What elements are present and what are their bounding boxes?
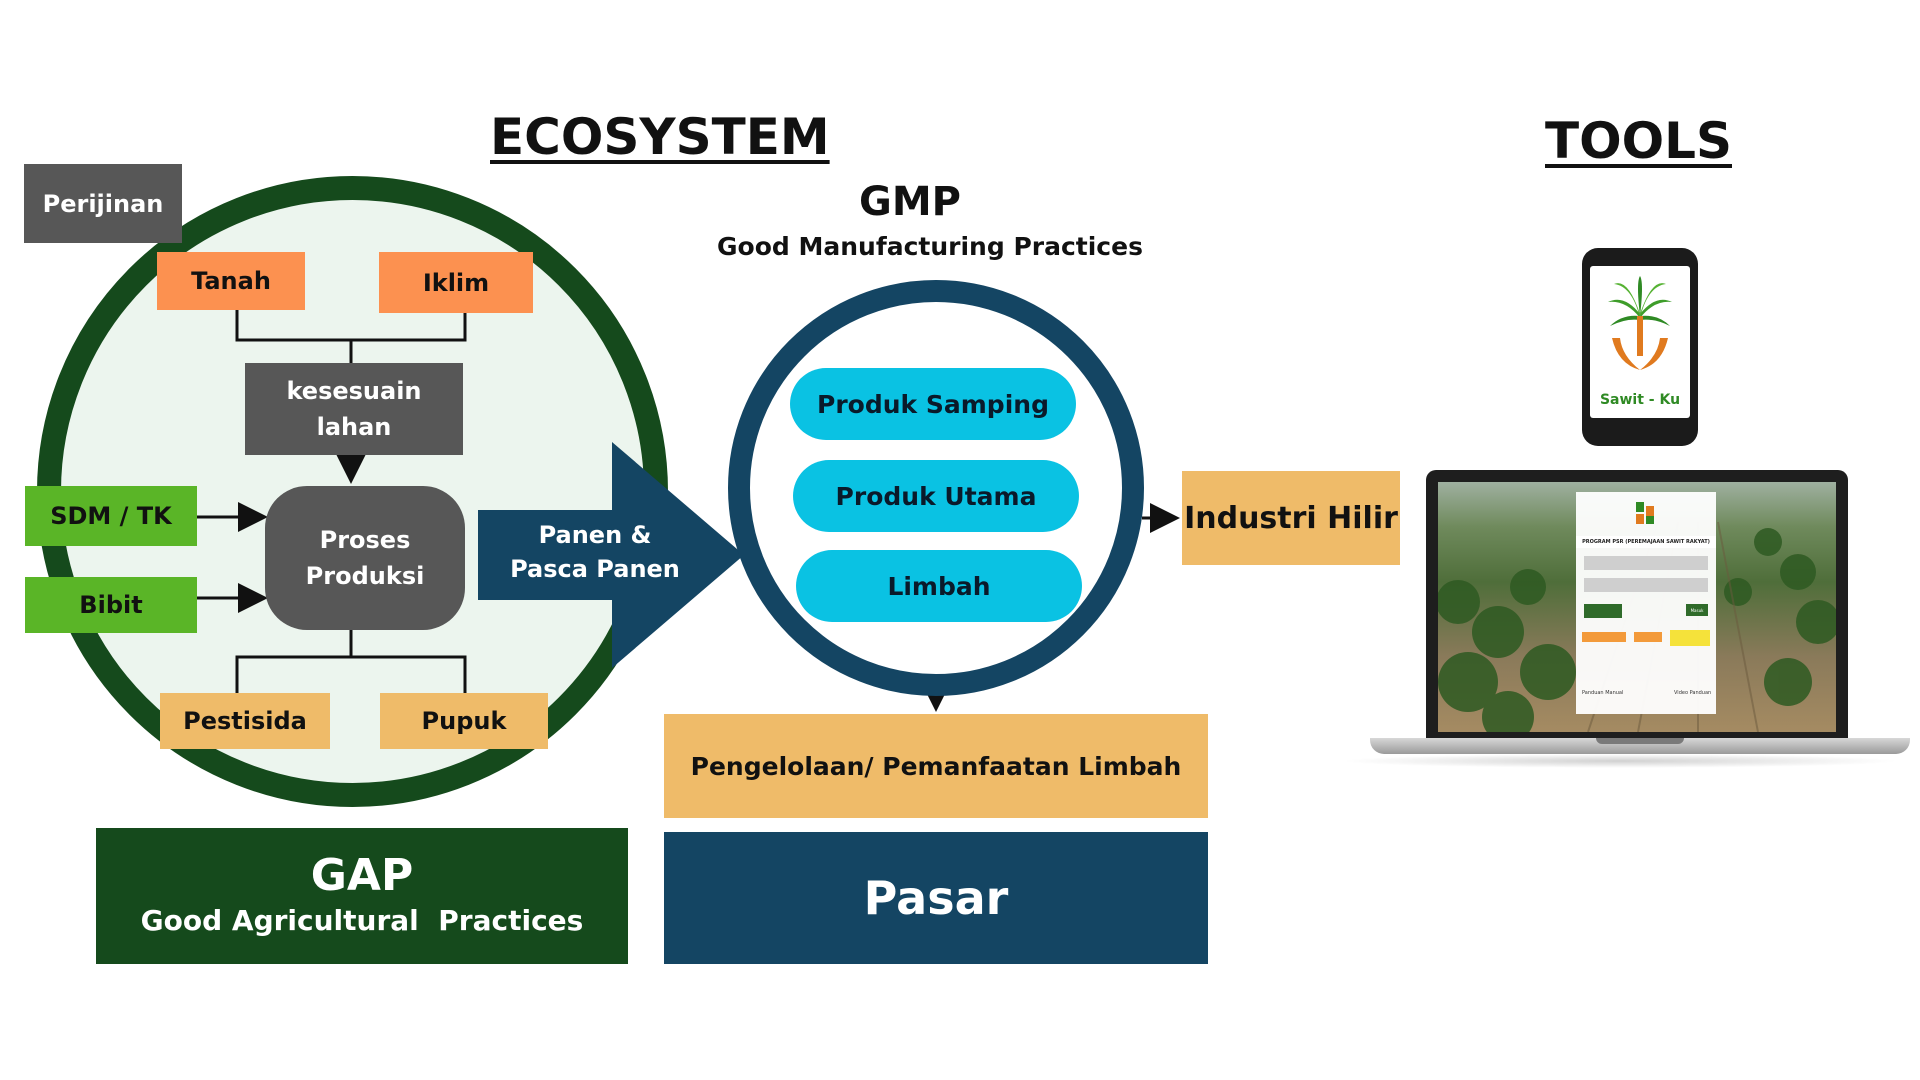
gmp-subtitle-text: Good Manufacturing Practices xyxy=(717,231,1143,261)
industri-hilir-label: Industri Hilir xyxy=(1184,500,1398,536)
industri-hilir-box: Industri Hilir xyxy=(1182,471,1400,565)
laptop-device: PROGRAM PSR (PEREMAJAAN SAWIT RAKYAT) Ma… xyxy=(1426,470,1848,740)
laptop-option-1[interactable] xyxy=(1582,632,1626,642)
laptop-video-text: Video Panduan xyxy=(1674,690,1712,696)
tanah-box: Tanah xyxy=(157,252,305,310)
panen-label: Panen & Pasca Panen xyxy=(500,512,690,592)
pupuk-box: Pupuk xyxy=(380,693,548,749)
perijinan-label: Perijinan xyxy=(42,189,164,218)
laptop-forgot-button[interactable] xyxy=(1584,604,1622,618)
panen-arrow xyxy=(478,442,744,668)
pupuk-label: Pupuk xyxy=(421,707,507,735)
proses-produksi-box: Proses Produksi xyxy=(265,486,465,630)
smartphone-screen: Sawit - Ku xyxy=(1590,266,1690,418)
laptop-option-2[interactable] xyxy=(1634,632,1662,642)
bibit-label: Bibit xyxy=(79,591,143,619)
produk-samping-label: Produk Samping xyxy=(817,389,1049,419)
laptop-login-panel: PROGRAM PSR (PEREMAJAAN SAWIT RAKYAT) Ma… xyxy=(1576,492,1716,714)
pengelolaan-box: Pengelolaan/ Pemanfaatan Limbah xyxy=(664,714,1208,818)
laptop-login-button[interactable]: Masuk xyxy=(1686,604,1708,616)
proses-produksi-label: Proses Produksi xyxy=(305,526,425,590)
pasar-label: Pasar xyxy=(863,871,1009,925)
gap-subtitle: Good Agricultural Practices xyxy=(140,904,584,937)
produk-utama-label: Produk Utama xyxy=(835,481,1037,511)
iklim-label: Iklim xyxy=(422,268,490,297)
panen-text: Panen & Pasca Panen xyxy=(510,521,680,583)
gap-title: GAP xyxy=(310,850,414,901)
laptop-login-text: Masuk xyxy=(1690,607,1704,613)
laptop-header: PROGRAM PSR (PEREMAJAAN SAWIT RAKYAT) xyxy=(1576,536,1716,548)
limbah-label: Limbah xyxy=(887,571,991,601)
smartphone-device: Sawit - Ku xyxy=(1582,248,1698,446)
produk-utama-pill: Produk Utama xyxy=(793,460,1079,532)
gmp-title-text: GMP xyxy=(859,179,961,225)
gmp-subtitle: Good Manufacturing Practices xyxy=(700,228,1160,264)
gmp-title: GMP xyxy=(800,176,1020,228)
palm-logo-icon xyxy=(1608,276,1672,370)
gap-banner: GAP Good Agricultural Practices xyxy=(96,828,628,964)
laptop-manual-text: Panduan Manual xyxy=(1582,690,1624,696)
laptop-video-link[interactable]: Video Panduan xyxy=(1674,690,1714,700)
pestisida-box: Pestisida xyxy=(160,693,330,749)
laptop-base xyxy=(1370,738,1910,754)
pestisida-label: Pestisida xyxy=(183,707,307,735)
perijinan-box: Perijinan xyxy=(24,164,182,243)
tools-heading: TOOLS xyxy=(1545,112,1732,170)
pasar-banner: Pasar xyxy=(664,832,1208,964)
kesesuaian-lahan-box: kesesuain lahan xyxy=(245,363,463,455)
laptop-screen: PROGRAM PSR (PEREMAJAAN SAWIT RAKYAT) Ma… xyxy=(1438,482,1836,732)
limbah-pill: Limbah xyxy=(796,550,1082,622)
sdm-tk-label: SDM / TK xyxy=(50,502,172,530)
laptop-option-3[interactable] xyxy=(1670,630,1710,646)
bibit-box: Bibit xyxy=(25,577,197,633)
laptop-header-text: PROGRAM PSR (PEREMAJAAN SAWIT RAKYAT) xyxy=(1582,539,1710,545)
phone-app-name-text: Sawit - Ku xyxy=(1599,392,1681,408)
laptop-base-notch xyxy=(1596,738,1684,744)
laptop-username-input[interactable] xyxy=(1584,556,1708,570)
produk-samping-pill: Produk Samping xyxy=(790,368,1076,440)
pengelolaan-label: Pengelolaan/ Pemanfaatan Limbah xyxy=(690,751,1182,781)
ecosystem-heading: ECOSYSTEM xyxy=(490,108,830,166)
laptop-manual-link[interactable]: Panduan Manual xyxy=(1582,690,1642,700)
laptop-shadow xyxy=(1340,754,1900,768)
sdm-tk-box: SDM / TK xyxy=(25,486,197,546)
phone-app-name: Sawit - Ku xyxy=(1590,390,1690,410)
laptop-logo-icon xyxy=(1636,502,1656,524)
tanah-label: Tanah xyxy=(191,267,271,295)
kesesuaian-lahan-label: kesesuain lahan xyxy=(286,377,422,441)
iklim-box: Iklim xyxy=(379,252,533,313)
plantation-background xyxy=(1438,521,1836,732)
laptop-password-input[interactable] xyxy=(1584,578,1708,592)
